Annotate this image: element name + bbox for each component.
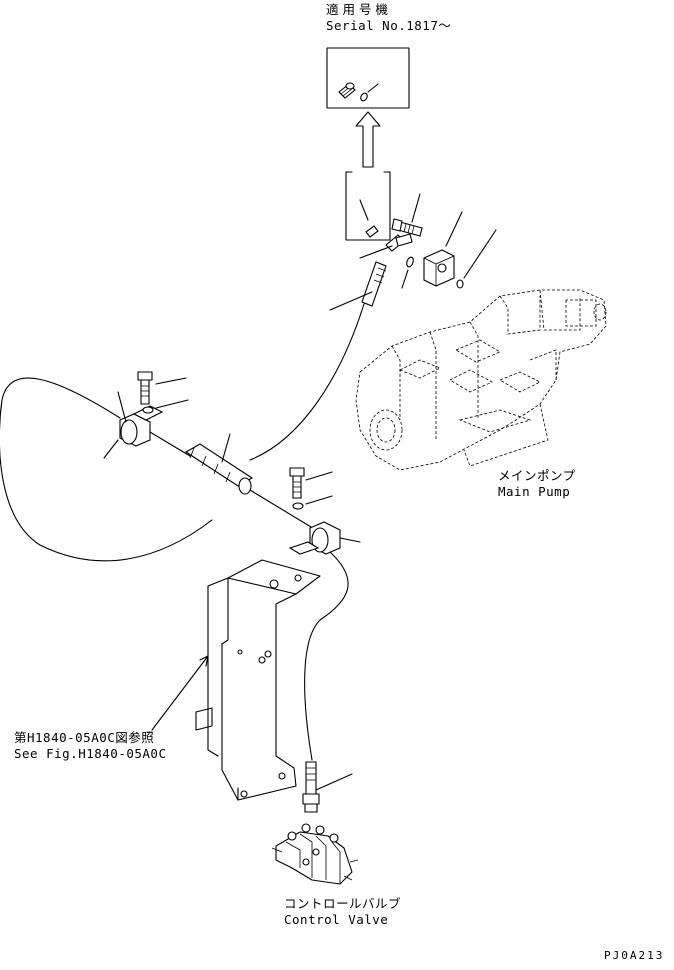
figure-code: PJ0A213 xyxy=(604,949,665,962)
reference-label-jp: 第H1840-05A0C図参照 xyxy=(14,730,155,745)
main-pump-label-jp: メインポンプ xyxy=(498,468,576,483)
hose-sleeve xyxy=(184,433,254,495)
serial-inset-box xyxy=(326,47,410,109)
clamp-1 xyxy=(103,391,164,459)
replacement-bracket xyxy=(345,171,391,241)
washer-1 xyxy=(142,399,189,414)
reference-arrow xyxy=(151,655,209,731)
pump-flange xyxy=(423,211,463,287)
pilot-hose-lower xyxy=(304,551,349,761)
inset-oring-part xyxy=(360,83,379,102)
bolt-2 xyxy=(289,467,333,499)
clamp-2 xyxy=(288,521,361,555)
elbow-fitting xyxy=(359,233,413,259)
hose-upper-fitting xyxy=(329,261,387,311)
pilot-hose-upper xyxy=(249,303,365,461)
reference-label-en: See Fig.H1840-05A0C xyxy=(14,746,167,761)
upward-arrow xyxy=(355,111,381,168)
hose-lower-fitting xyxy=(302,761,353,813)
control-valve-label-en: Control Valve xyxy=(284,912,389,927)
control-valve-label-jp: コントロールバルブ xyxy=(284,896,402,911)
control-valve-illustration xyxy=(271,823,359,885)
pump-bolt xyxy=(391,193,423,237)
inset-adapter-part xyxy=(338,82,356,99)
serial-label-en: Serial No.1817～ xyxy=(326,18,452,33)
support-bracket xyxy=(195,559,321,801)
hose-to-clamp-2 xyxy=(249,489,317,531)
washer-2 xyxy=(292,495,333,510)
pump-oring-1 xyxy=(401,256,414,289)
serial-label-jp: 適用号機 xyxy=(326,2,393,17)
main-pump-label-en: Main Pump xyxy=(498,484,571,499)
hose-mid-section xyxy=(149,431,191,457)
pilot-hose-loop xyxy=(0,377,213,562)
main-pump-illustration xyxy=(355,289,607,471)
pump-oring-2 xyxy=(456,229,497,289)
bolt-1 xyxy=(137,371,187,405)
